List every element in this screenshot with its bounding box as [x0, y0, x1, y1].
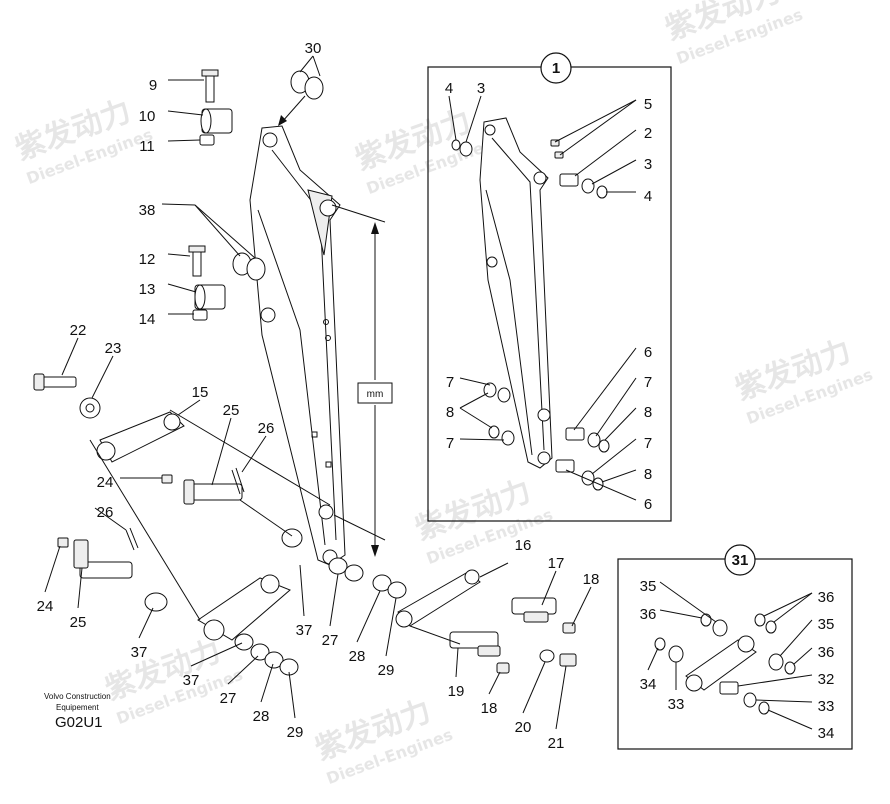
part-label-4: 4	[445, 80, 453, 97]
part-label-26: 26	[258, 420, 275, 437]
caption-block: Volvo Construction Equipement G02U1	[44, 692, 111, 731]
part-label-33: 33	[668, 696, 685, 713]
detail-box-31: 31	[617, 544, 853, 750]
part-label-5: 5	[644, 96, 652, 113]
part-label-18: 18	[481, 700, 498, 717]
dipper-arm	[249, 125, 346, 566]
part-label-23: 23	[105, 340, 122, 357]
part-label-36: 36	[818, 644, 835, 661]
part-label-8: 8	[644, 404, 652, 421]
part-label-26: 26	[97, 504, 114, 521]
part-label-33: 33	[818, 698, 835, 715]
caption-line-2: Equipement	[56, 703, 99, 712]
part-label-21: 21	[548, 735, 565, 752]
part-label-34: 34	[640, 676, 657, 693]
part-label-36: 36	[818, 589, 835, 606]
part-label-28: 28	[349, 648, 366, 665]
part-label-29: 29	[287, 724, 304, 741]
part-label-14: 14	[139, 311, 156, 328]
part-label-11: 11	[139, 138, 155, 155]
part-label-32: 32	[818, 671, 835, 688]
dimension-label: mm	[367, 389, 384, 400]
part-label-3: 3	[644, 156, 652, 173]
detail-box-1: 1	[427, 52, 672, 522]
part-label-24: 24	[97, 474, 114, 491]
part-label-18: 18	[583, 571, 600, 588]
part-label-27: 27	[220, 690, 237, 707]
part-label-8: 8	[644, 466, 652, 483]
part-label-38: 38	[139, 202, 156, 219]
part-label-7: 7	[446, 435, 454, 452]
part-label-2: 2	[644, 125, 652, 142]
part-label-13: 13	[139, 281, 156, 298]
part-label-6: 6	[644, 496, 652, 513]
part-label-37: 37	[131, 644, 148, 661]
part-label-7: 7	[644, 435, 652, 452]
part-label-27: 27	[322, 632, 339, 649]
part-label-25: 25	[70, 614, 87, 631]
left-linkage	[33, 373, 331, 676]
detail-ref-1: 1	[552, 60, 560, 77]
part-label-10: 10	[139, 108, 156, 125]
part-label-30: 30	[305, 40, 322, 57]
part-label-19: 19	[448, 683, 465, 700]
part-label-34: 34	[818, 725, 835, 742]
part-label-8: 8	[446, 404, 454, 421]
dimension-indicator: mm	[331, 204, 393, 557]
part-label-7: 7	[446, 374, 454, 391]
part-label-4: 4	[644, 188, 652, 205]
part-label-12: 12	[139, 251, 156, 268]
part-label-17: 17	[548, 555, 565, 572]
part-label-15: 15	[192, 384, 209, 401]
part-label-25: 25	[223, 402, 240, 419]
part-label-16: 16	[515, 537, 532, 554]
part-label-22: 22	[70, 322, 87, 339]
part-label-7: 7	[644, 374, 652, 391]
part-label-35: 35	[640, 578, 657, 595]
drawing-code: G02U1	[55, 714, 103, 731]
part-label-3: 3	[477, 80, 485, 97]
part-label-28: 28	[253, 708, 270, 725]
caption-line-1: Volvo Construction	[44, 692, 111, 701]
leader-lines	[44, 55, 813, 730]
part-label-37: 37	[183, 672, 200, 689]
part-label-29: 29	[378, 662, 395, 679]
part-label-37: 37	[296, 622, 313, 639]
part-number-labels: 3091011381213142223152526242624253737272…	[37, 40, 835, 752]
upper-hardware	[188, 69, 324, 321]
right-linkage	[328, 557, 577, 674]
part-label-9: 9	[149, 77, 157, 94]
detail-ref-31: 31	[732, 552, 749, 569]
part-label-6: 6	[644, 344, 652, 361]
part-label-20: 20	[515, 719, 532, 736]
part-label-35: 35	[818, 616, 835, 633]
part-label-24: 24	[37, 598, 54, 615]
part-label-36: 36	[640, 606, 657, 623]
